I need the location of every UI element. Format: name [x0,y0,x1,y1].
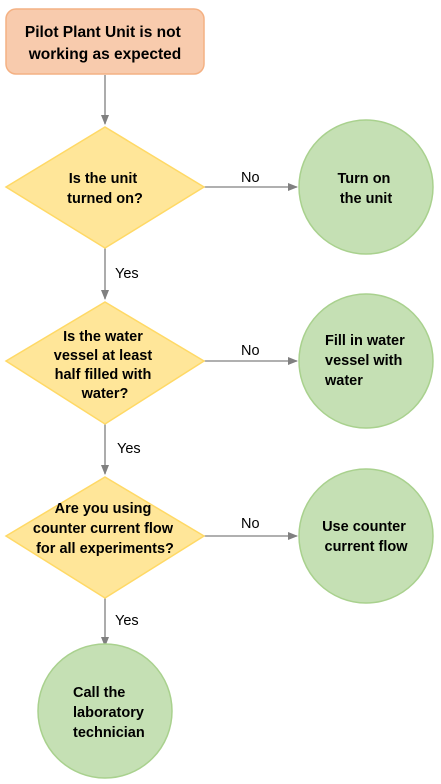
end-node: Call the laboratory technician [37,643,173,779]
decision-3-line-1: Are you using [55,501,152,517]
action-node-2: Fill in water vessel with water [298,293,434,429]
decision-node-3: Are you using counter current flow for a… [4,476,206,599]
connectors [101,75,298,647]
svg-text:Call the laboratory: Call the laboratory technician [73,685,148,741]
svg-text:Turn on the unit: Turn on the unit [338,171,395,207]
start-line-2: working as expected [28,46,181,63]
decision-diamond-3 [4,476,206,599]
decision-1-no-label: No [241,170,260,186]
svg-text:Fill in water vessel wit: Fill in water vessel with water [324,333,409,389]
decision-3-line-2: counter current flow [33,521,174,537]
action-circle-1 [298,119,434,255]
action-circle-2 [298,293,434,429]
decision-3-line-3: for all experiments? [36,541,174,557]
action-node-3: Use counter current flow [298,468,434,604]
decision-2-line-3: half filled with [55,367,152,383]
start-node: Pilot Plant Unit is not working as expec… [5,8,205,75]
end-circle [37,643,173,779]
decision-2-no-label: No [241,343,260,359]
decision-3-no-label: No [241,516,260,532]
decision-diamond-1 [4,126,206,249]
decision-1-line-2: turned on? [67,191,143,207]
svg-text:Is the unit turned on?: Is the unit turned on? [67,171,143,207]
action-3-line-1: Use counter [322,519,406,535]
end-line-2: laboratory [73,705,144,721]
decision-2-line-4: water? [81,386,129,402]
decision-diamond-2 [4,301,206,425]
decision-1-line-1: Is the unit [69,171,138,187]
end-line-3: technician [73,725,145,741]
action-3-line-2: current flow [325,539,409,555]
decision-3-yes-label: Yes [115,613,139,629]
action-2-line-1: Fill in water [325,333,405,349]
decision-2-yes-label: Yes [117,441,141,457]
svg-text:Pilot Plant Unit is not: Pilot Plant Unit is not working as expec… [25,24,185,63]
action-node-1: Turn on the unit [298,119,434,255]
decision-2-line-1: Is the water [63,329,143,345]
decision-node-1: Is the unit turned on? [4,126,206,249]
action-2-line-2: vessel with [325,353,402,369]
action-2-line-3: water [324,373,363,389]
action-1-line-1: Turn on [338,171,391,187]
svg-text:Is the water vessel at l: Is the water vessel at least half filled… [54,329,156,402]
decision-1-yes-label: Yes [115,266,139,282]
action-1-line-2: the unit [340,191,393,207]
start-box [5,8,205,75]
svg-text:Are you using counter cu: Are you using counter current flow for a… [33,501,177,557]
svg-text:Use counter current flow: Use counter current flow [322,519,410,555]
start-line-1: Pilot Plant Unit is not [25,24,181,41]
end-line-1: Call the [73,685,125,701]
action-circle-3 [298,468,434,604]
decision-2-line-2: vessel at least [54,348,153,364]
decision-node-2: Is the water vessel at least half filled… [4,301,206,425]
